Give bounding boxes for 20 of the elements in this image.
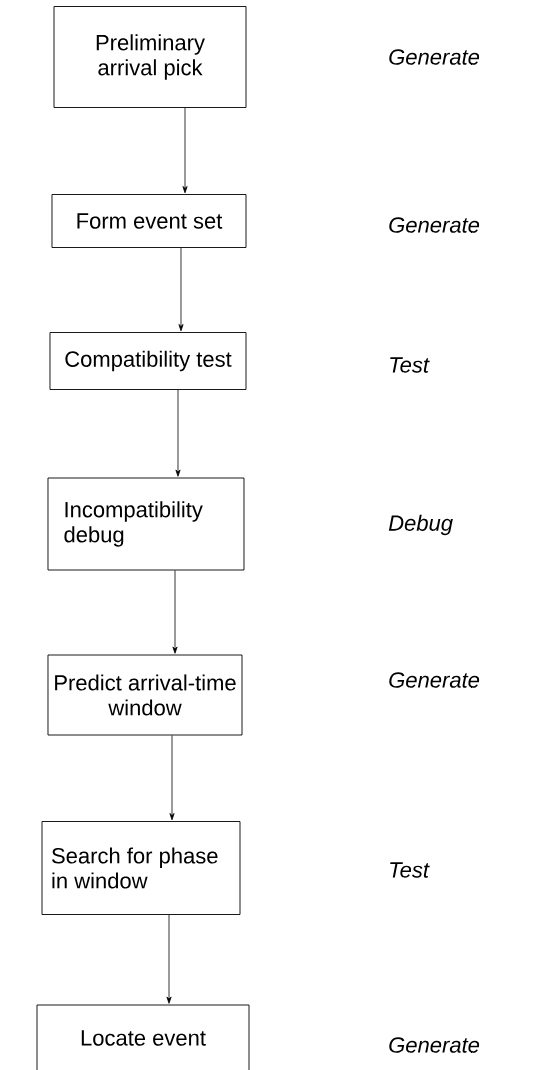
step-label: Generate xyxy=(389,49,480,65)
step-label: Generate xyxy=(389,217,480,233)
arrow xyxy=(169,735,175,821)
arrow xyxy=(178,247,184,332)
process-box: Predict arrival-time window xyxy=(47,654,243,736)
process-box: Preliminary arrival pick xyxy=(53,6,247,108)
process-box: Locate event xyxy=(36,1004,250,1070)
process-box: Form event set xyxy=(51,194,247,248)
arrow xyxy=(172,570,178,654)
process-box: Search for phase in window xyxy=(41,821,241,915)
arrow xyxy=(166,914,172,1004)
arrow xyxy=(175,389,181,477)
arrow xyxy=(182,107,188,194)
process-box: Incompatibility debug xyxy=(47,477,245,571)
step-label: Generate xyxy=(389,672,480,688)
step-label: Debug xyxy=(388,514,453,536)
process-box: Compatibility test xyxy=(49,332,247,390)
step-label: Test xyxy=(390,357,430,373)
step-label: Generate xyxy=(389,1037,480,1053)
step-label: Test xyxy=(390,862,430,878)
